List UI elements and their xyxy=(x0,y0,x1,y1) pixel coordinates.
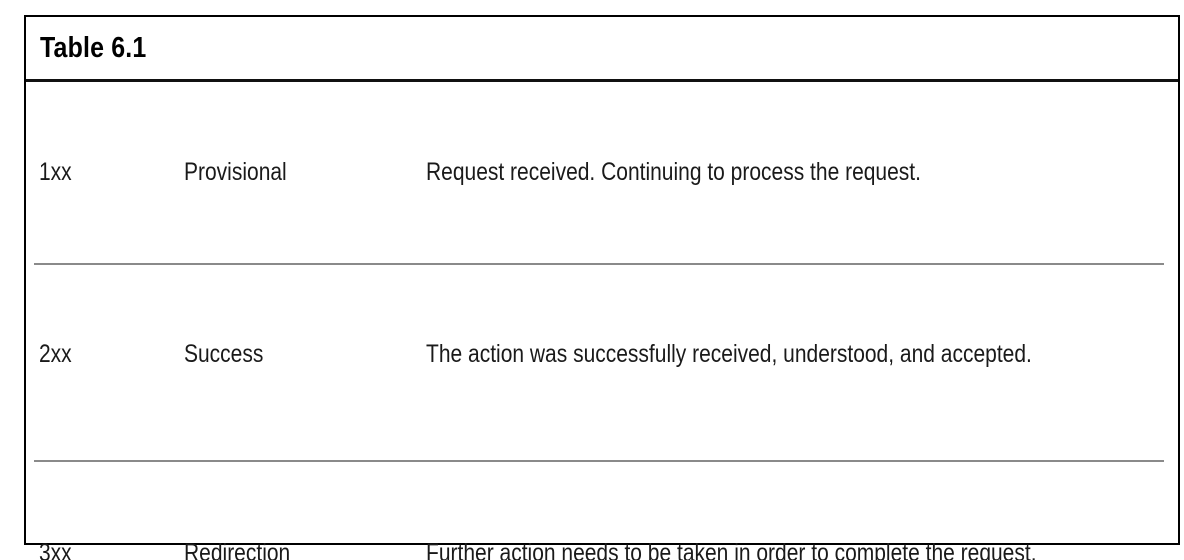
row-name-label: Success xyxy=(184,340,264,368)
table-caption-label: Table 6.1 xyxy=(40,31,147,64)
row-code-cell: 2xx xyxy=(26,274,184,434)
row-code-label: 3xx xyxy=(39,539,72,560)
row-name-label: Redirection xyxy=(184,539,291,560)
row-description-label: The action was successfully received, un… xyxy=(426,340,1032,368)
row-code-cell: 3xx xyxy=(26,473,184,560)
row-description-label: Further action needs to be taken in orde… xyxy=(426,539,1037,560)
row-description-cell: The action was successfully received, un… xyxy=(426,274,1178,434)
row-name-cell: Redirection xyxy=(184,473,426,560)
table-caption: Table 6.1 xyxy=(26,17,1178,82)
row-description-cell: Request received. Continuing to process … xyxy=(426,92,1178,252)
row-description-label: Request received. Continuing to process … xyxy=(426,158,921,186)
row-code-label: 2xx xyxy=(39,340,72,368)
row-name-cell: Provisional xyxy=(184,92,426,252)
table-body: 1xx Provisional Request received. Contin… xyxy=(26,82,1178,560)
row-description-cell: Further action needs to be taken in orde… xyxy=(426,473,1178,560)
row-code-label: 1xx xyxy=(39,158,72,186)
table-row: 3xx Redirection Further action needs to … xyxy=(26,460,1178,560)
row-code-cell: 1xx xyxy=(26,92,184,252)
table-row: 2xx Success The action was successfully … xyxy=(26,263,1178,460)
table-row: 1xx Provisional Request received. Contin… xyxy=(26,82,1178,263)
status-code-table: Table 6.1 1xx Provisional Request receiv… xyxy=(24,15,1180,560)
row-name-label: Provisional xyxy=(184,158,287,186)
row-name-cell: Success xyxy=(184,274,426,434)
